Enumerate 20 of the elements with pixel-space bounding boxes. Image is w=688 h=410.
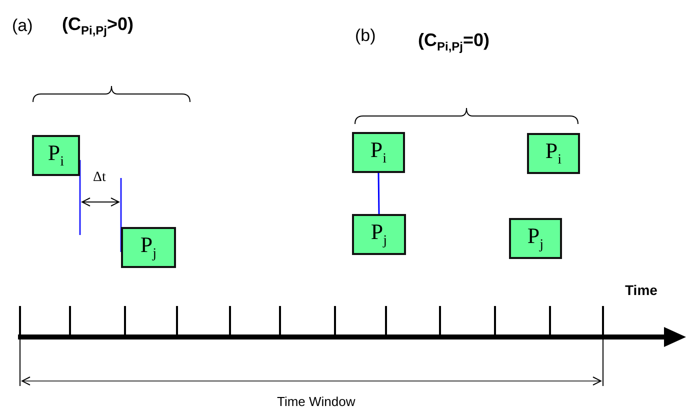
connector-line (378, 172, 380, 214)
condition-label: (C$_{Pi,Pj}$=0) (418, 30, 490, 54)
process-box (32, 135, 80, 176)
condition-label: (C$_{Pi,Pj}$>0) (62, 14, 134, 38)
process-box (352, 214, 406, 255)
process-box (352, 132, 405, 173)
process-box (509, 218, 562, 259)
delta-label: Δt (93, 170, 106, 186)
process-label: P$_{i}$ (545, 140, 562, 168)
process-box (121, 227, 176, 268)
process-label: P$_{i}$ (48, 142, 64, 170)
process-label: P$_{i}$ (370, 138, 387, 166)
process-label: P$_{j}$ (140, 234, 157, 262)
axis-label: Time (625, 282, 658, 298)
panel-label: (a) (12, 16, 33, 36)
process-label: P$_{j}$ (527, 224, 544, 252)
dimension-label: Time Window (277, 394, 356, 409)
process-label: P$_{j}$ (370, 220, 388, 248)
panel-label: (b) (355, 26, 376, 46)
process-box (527, 133, 580, 174)
